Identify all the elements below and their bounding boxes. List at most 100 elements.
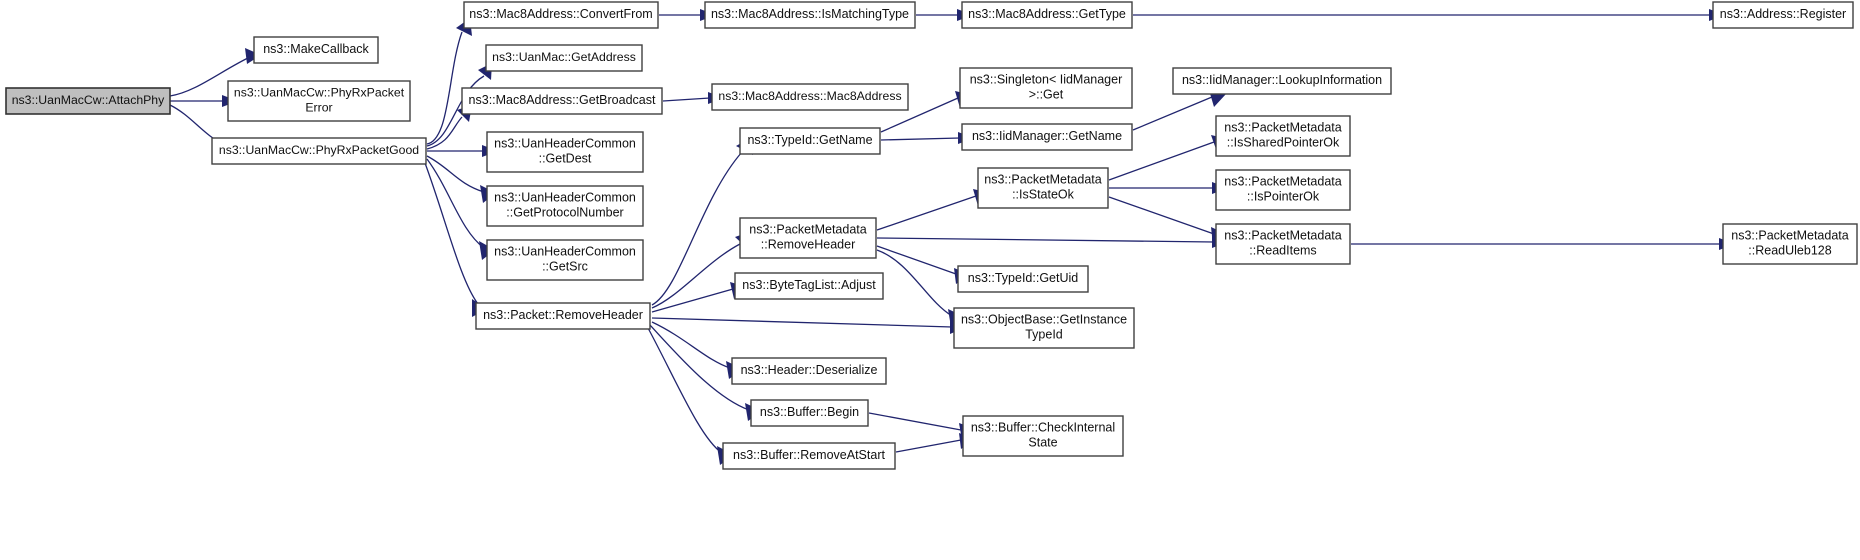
edge-line [876, 195, 977, 231]
graph-node-typeidgetuid[interactable]: ns3::TypeId::GetUid [957, 265, 1089, 293]
node-box[interactable] [961, 123, 1133, 151]
graph-node-issharedpointerok[interactable]: ns3::PacketMetadata::IsSharedPointerOk [1215, 115, 1351, 157]
graph-node-lookupinformation[interactable]: ns3::IidManager::LookupInformation [1172, 67, 1392, 95]
node-box[interactable] [461, 87, 663, 115]
graph-node-gettype[interactable]: ns3::Mac8Address::GetType [961, 1, 1133, 29]
node-box[interactable] [731, 357, 887, 385]
node-box[interactable] [711, 83, 909, 111]
graph-node-phyrxpacketgood[interactable]: ns3::UanMacCw::PhyRxPacketGood [211, 137, 427, 165]
node-box[interactable] [1215, 223, 1351, 265]
graph-node-isstateok[interactable]: ns3::PacketMetadata::IsStateOk [977, 167, 1109, 209]
node-box[interactable] [953, 307, 1135, 349]
edge-line [868, 412, 962, 431]
call-edge [880, 132, 974, 144]
nodes-layer: ns3::UanMacCw::AttachPhy ns3::MakeCallbac… [5, 1, 1858, 470]
node-box[interactable] [957, 265, 1089, 293]
call-edge [651, 282, 747, 313]
edge-line [169, 55, 253, 97]
call-edge [876, 189, 990, 231]
node-box[interactable] [486, 239, 644, 281]
node-box[interactable] [1722, 223, 1858, 265]
edge-line [876, 237, 1215, 243]
node-box[interactable] [486, 185, 644, 227]
graph-node-bufferbegin[interactable]: ns3::Buffer::Begin [750, 399, 869, 427]
node-box[interactable] [734, 272, 884, 300]
graph-node-bytetaglistadjust[interactable]: ns3::ByteTagList::Adjust [734, 272, 884, 300]
node-box[interactable] [463, 1, 659, 29]
node-box[interactable] [959, 67, 1133, 109]
node-box[interactable] [486, 131, 644, 173]
edge-line [426, 116, 463, 150]
call-edge [647, 327, 734, 465]
graph-node-makecallback[interactable]: ns3::MakeCallback [253, 36, 379, 64]
edge-line [651, 288, 734, 313]
edge-line [426, 155, 485, 193]
edge-line [426, 31, 463, 145]
call-edge [1109, 182, 1228, 194]
call-edge [1132, 90, 1226, 131]
node-box[interactable] [485, 44, 643, 72]
graph-node-readitems[interactable]: ns3::PacketMetadata::ReadItems [1215, 223, 1351, 265]
graph-node-bufferremoveatstart[interactable]: ns3::Buffer::RemoveAtStart [722, 442, 896, 470]
call-edge [651, 317, 966, 334]
node-box[interactable] [1172, 67, 1392, 95]
node-box[interactable] [961, 1, 1133, 29]
node-box[interactable] [962, 415, 1124, 457]
node-box[interactable] [211, 137, 427, 165]
node-box[interactable] [704, 1, 916, 29]
edge-line [651, 243, 741, 309]
graph-node-getsrc[interactable]: ns3::UanHeaderCommon::GetSrc [486, 239, 644, 281]
node-box[interactable] [475, 302, 651, 330]
node-box[interactable] [977, 167, 1109, 209]
edge-line [662, 97, 711, 102]
graph-node-pmremoveheader[interactable]: ns3::PacketMetadata::RemoveHeader [739, 217, 877, 259]
graph-node-mac8addressctor[interactable]: ns3::Mac8Address::Mac8Address [711, 83, 909, 111]
edge-line [424, 162, 479, 305]
node-box[interactable] [739, 217, 877, 259]
edge-line [880, 137, 961, 141]
graph-node-ismatchingtype[interactable]: ns3::Mac8Address::IsMatchingType [704, 1, 916, 29]
node-box[interactable] [1215, 115, 1351, 157]
call-edge [1108, 196, 1228, 245]
graph-node-ispointerok[interactable]: ns3::PacketMetadata::IsPointerOk [1215, 169, 1351, 211]
graph-node-convertfrom[interactable]: ns3::Mac8Address::ConvertFrom [463, 1, 659, 29]
node-box[interactable] [253, 36, 379, 64]
edge-line [426, 75, 485, 147]
call-edge [651, 321, 743, 379]
node-box[interactable] [750, 399, 869, 427]
graph-node-getbroadcast[interactable]: ns3::Mac8Address::GetBroadcast [461, 87, 663, 115]
edge-line [649, 324, 750, 411]
graph-node-typeidgetname[interactable]: ns3::TypeId::GetName [739, 127, 881, 155]
node-box[interactable] [739, 127, 881, 155]
node-box[interactable] [5, 87, 171, 115]
node-box[interactable] [1712, 1, 1854, 29]
graph-node-iidgetname[interactable]: ns3::IidManager::GetName [961, 123, 1133, 151]
graph-node-uanmacgetaddress[interactable]: ns3::UanMac::GetAddress [485, 44, 643, 72]
graph-node-headerdeserialize[interactable]: ns3::Header::Deserialize [731, 357, 887, 385]
edge-line [651, 151, 743, 306]
edge-line [647, 327, 723, 454]
edge-line [876, 245, 957, 275]
graph-node-addressregister[interactable]: ns3::Address::Register [1712, 1, 1854, 29]
graph-node-packetremoveheader[interactable]: ns3::Packet::RemoveHeader [475, 302, 651, 330]
call-edge [1133, 9, 1725, 21]
edge-line [876, 249, 953, 317]
graph-node-getprotocolnum[interactable]: ns3::UanHeaderCommon::GetProtocolNumber [486, 185, 644, 227]
edge-line [1108, 196, 1215, 235]
node-box[interactable] [1215, 169, 1351, 211]
graph-node-getdest[interactable]: ns3::UanHeaderCommon::GetDest [486, 131, 644, 173]
graph-node-attachphy[interactable]: ns3::UanMacCw::AttachPhy [5, 87, 171, 115]
call-edge [876, 245, 971, 284]
node-box[interactable] [722, 442, 896, 470]
node-box[interactable] [227, 80, 411, 122]
graph-node-singletonget[interactable]: ns3::Singleton< IidManager>::Get [959, 67, 1133, 109]
graph-node-readuleb128[interactable]: ns3::PacketMetadata::ReadUleb128 [1722, 223, 1858, 265]
edge-line [1108, 141, 1215, 181]
call-edge [426, 155, 496, 203]
call-edge [169, 48, 261, 97]
